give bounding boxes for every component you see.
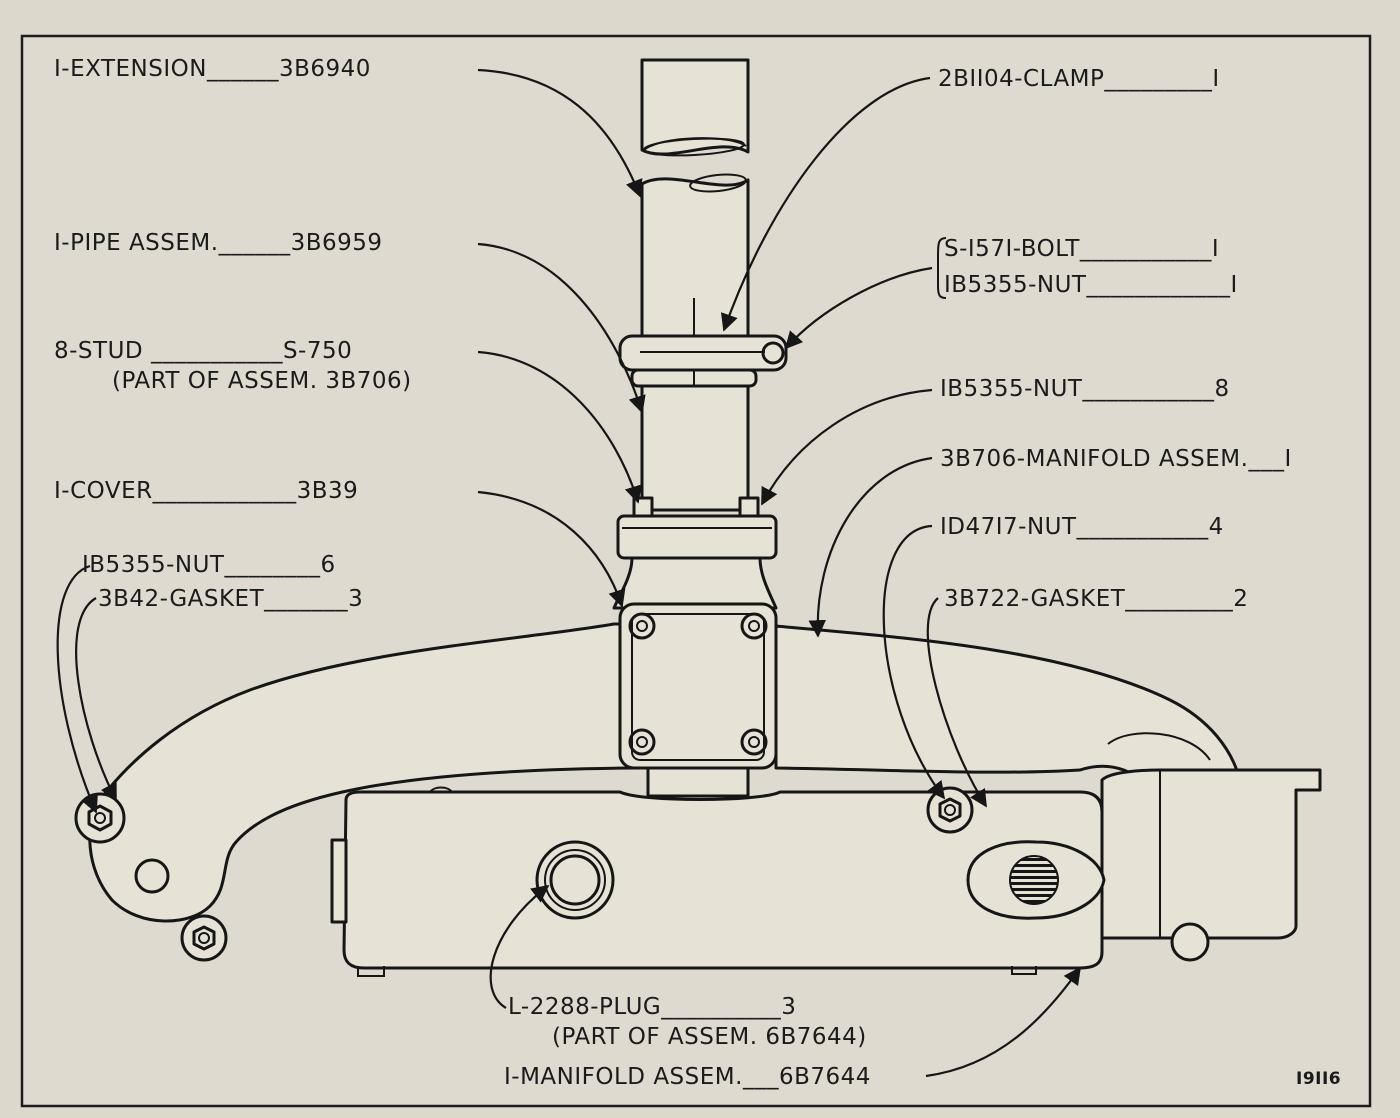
label-plug-note: (PART OF ASSEM. 6B7644) (552, 1024, 867, 1050)
manifold-6b7644 (330, 768, 1322, 977)
label-plug: L-2288-PLUG__________3 (508, 994, 796, 1020)
label-nut-8: IB5355-NUT___________8 (940, 376, 1230, 402)
label-gasket-2: 3B722-GASKET_________2 (944, 586, 1248, 612)
label-nut-4: ID47I7-NUT___________4 (940, 514, 1224, 540)
label-stud-note: (PART OF ASSEM. 3B706) (112, 368, 412, 394)
label-bolt: S-I57I-BOLT___________I (944, 236, 1219, 262)
label-gasket-3: 3B42-GASKET_______3 (98, 586, 363, 612)
label-pipe-assem: I-PIPE ASSEM.______3B6959 (54, 230, 383, 256)
part-labels: I-EXTENSION______3B6940 I-PIPE ASSEM.___… (54, 56, 1341, 1090)
label-manifold-3b706: 3B706-MANIFOLD ASSEM.___I (940, 446, 1292, 472)
cover-flange (612, 496, 778, 610)
label-clamp: 2BII04-CLAMP_________I (938, 66, 1220, 92)
label-stud: 8-STUD ___________S-750 (54, 338, 352, 364)
cover-bolts (628, 612, 768, 756)
label-nut-clamp: IB5355-NUT____________I (944, 272, 1238, 298)
label-cover: I-COVER____________3B39 (54, 478, 358, 504)
manifold-illustration (74, 58, 1322, 977)
label-nut-6: IB5355-NUT________6 (82, 552, 336, 578)
leader-lines (56, 68, 1082, 1078)
label-manifold-6b7644: I-MANIFOLD ASSEM.___6B7644 (504, 1064, 871, 1090)
extension-pipe (640, 58, 750, 157)
figure-number: I9II6 (1296, 1069, 1341, 1089)
pipe-assembly (640, 173, 750, 512)
clamp (618, 334, 788, 388)
manifold-3b706 (74, 602, 1242, 962)
label-extension: I-EXTENSION______3B6940 (54, 56, 371, 82)
